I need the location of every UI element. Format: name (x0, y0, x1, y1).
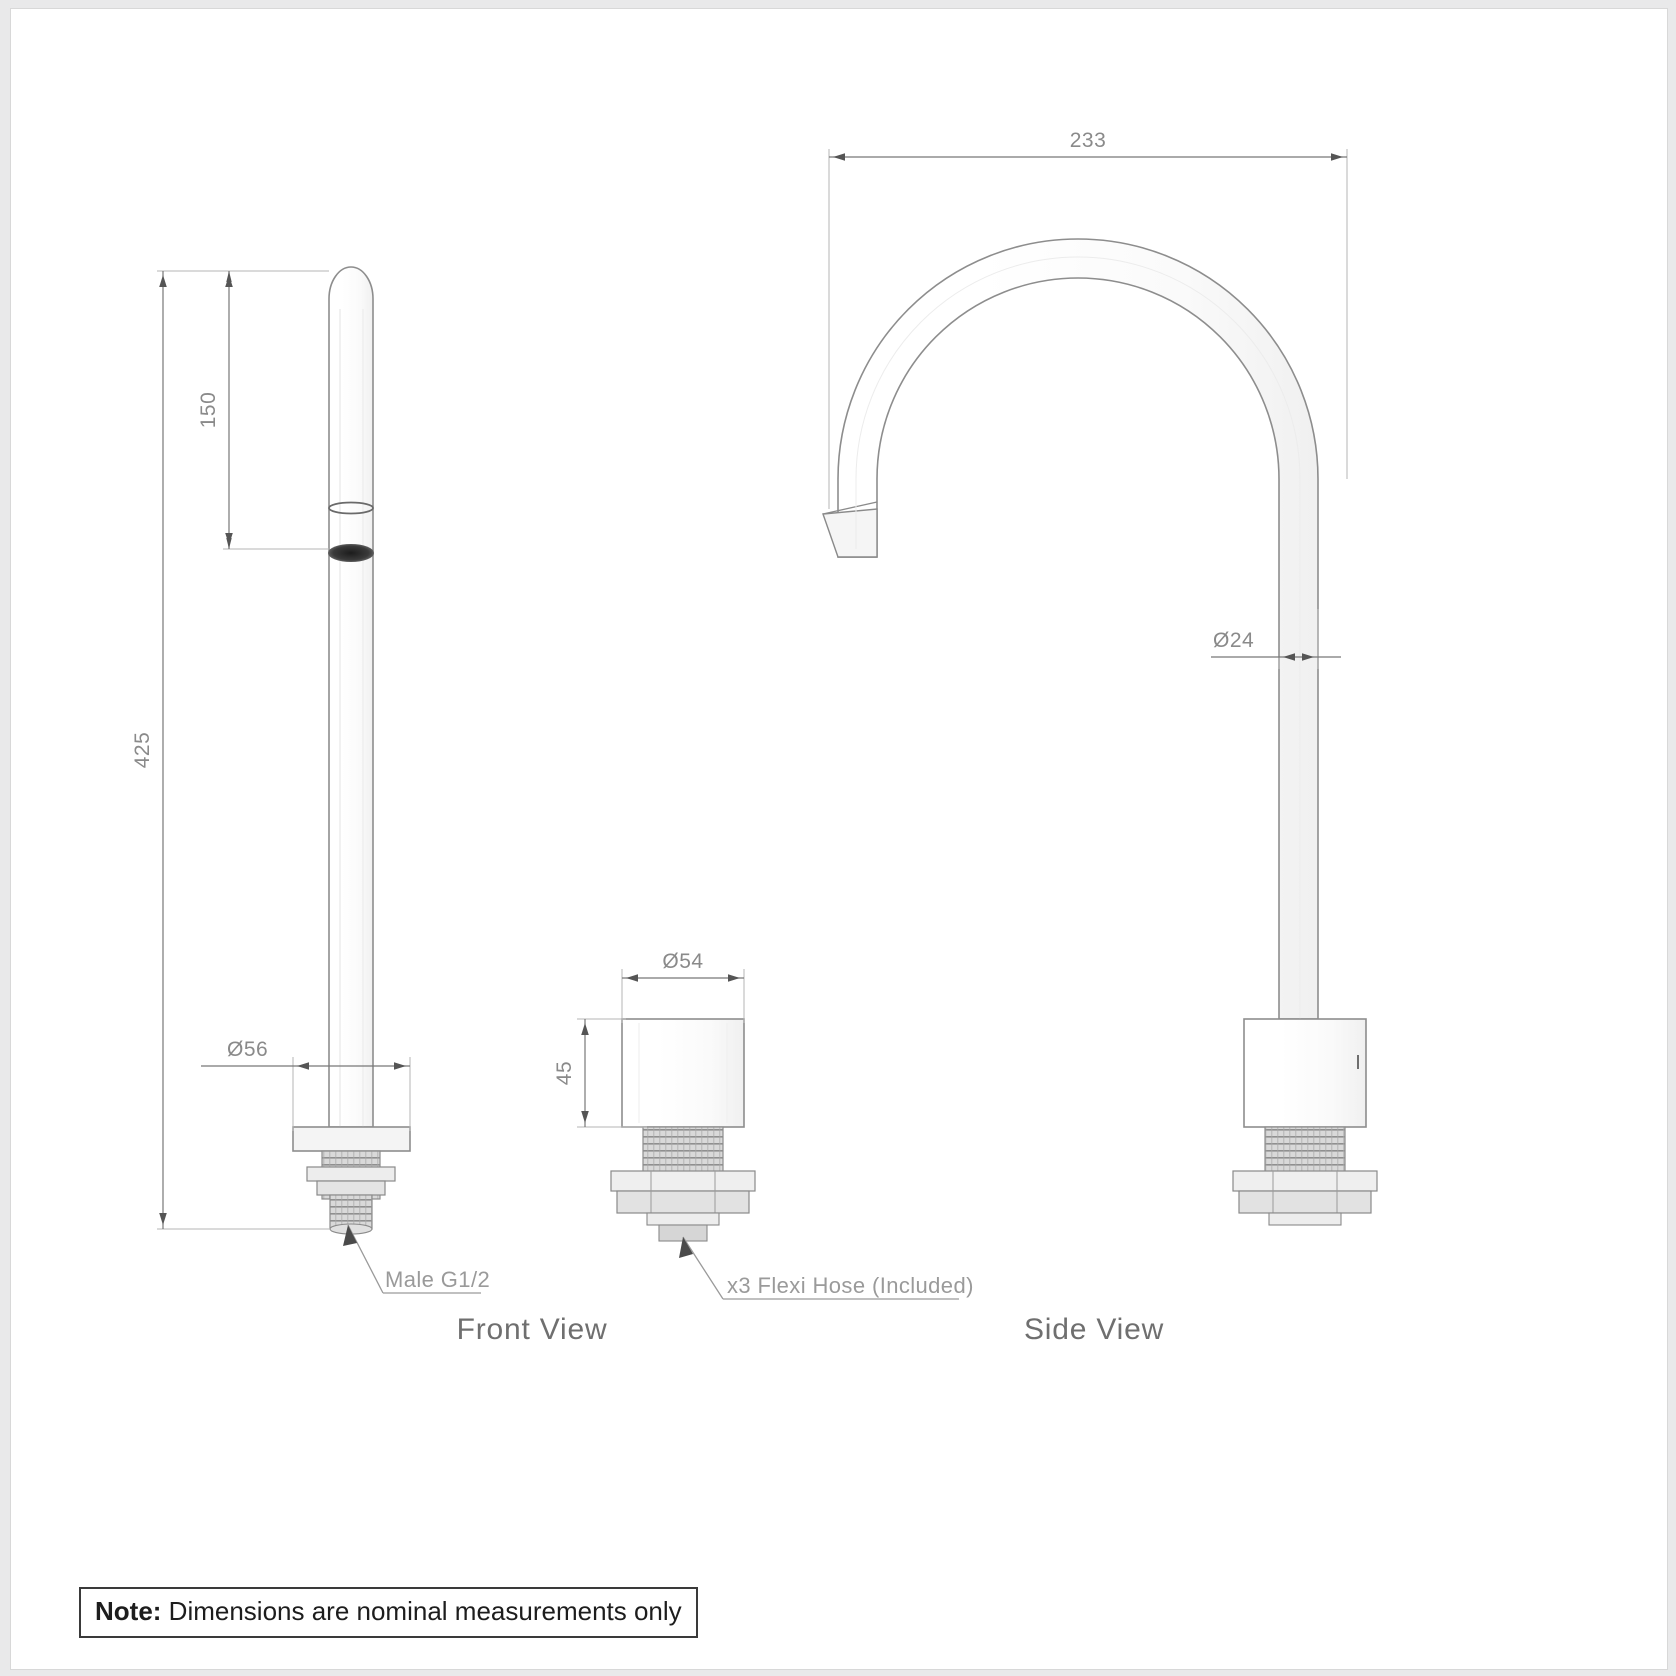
front-view-geometry (292, 266, 411, 1235)
front-joint-seam (328, 501, 374, 515)
front-base-flange (292, 1126, 411, 1152)
dim-front-upper-height: 150 (197, 270, 329, 550)
dim-front-total-height: 425 (131, 270, 329, 1230)
drawing-sheet: 150 425 Ø56 Male G1/2 Front View (10, 8, 1668, 1670)
front-g12-thread (329, 1194, 373, 1230)
dim-label-d24: Ø24 (1213, 629, 1254, 652)
dim-front-base-diameter: Ø56 (201, 1038, 411, 1131)
front-washer (306, 1166, 396, 1182)
dim-label-d54: Ø54 (662, 950, 703, 973)
note-box: Note: Dimensions are nominal measurement… (79, 1587, 698, 1638)
base-lock-nut (616, 1190, 750, 1214)
dim-label-425: 425 (131, 732, 154, 769)
view-label-front: Front View (457, 1313, 608, 1346)
side-base-cylinder (1243, 1018, 1367, 1128)
base-hose-collar (646, 1212, 720, 1226)
leader-label-flexi-hose: x3 Flexi Hose (Included) (727, 1273, 974, 1298)
front-spout-tube (328, 266, 374, 1128)
view-label-side: Side View (1024, 1313, 1164, 1346)
leader-male-g12: Male G1/2 (343, 1224, 490, 1294)
leader-label-male-g12: Male G1/2 (385, 1267, 490, 1292)
dim-side-reach: 233 (828, 129, 1348, 509)
side-gooseneck-spout (837, 238, 1319, 1020)
base-assembly-geometry (610, 1018, 756, 1242)
front-lock-nut (316, 1180, 386, 1196)
dim-label-150: 150 (197, 392, 220, 429)
leader-flexi-hose: x3 Flexi Hose (Included) (679, 1236, 974, 1300)
side-washer (1232, 1170, 1378, 1192)
front-seal-ring (328, 544, 374, 562)
dim-side-tube-diameter: Ø24 (1211, 609, 1341, 669)
base-washer (610, 1170, 756, 1192)
dim-label-d56: Ø56 (227, 1038, 268, 1061)
dim-mid-body-diameter: Ø54 (621, 950, 745, 1023)
side-outlet-tip (822, 508, 878, 558)
technical-drawing-canvas: 150 425 Ø56 Male G1/2 Front View (131, 129, 1378, 1346)
side-lock-nut (1238, 1190, 1372, 1214)
dim-label-233: 233 (1070, 129, 1107, 152)
side-hose-collar (1268, 1212, 1342, 1226)
dim-mid-body-height: 45 (553, 1018, 647, 1128)
side-view-geometry (822, 238, 1378, 1226)
base-body-cylinder (621, 1018, 745, 1128)
dim-label-45: 45 (553, 1061, 576, 1085)
note-label: Note: (95, 1596, 162, 1626)
note-text: Dimensions are nominal measurements only (161, 1596, 682, 1626)
